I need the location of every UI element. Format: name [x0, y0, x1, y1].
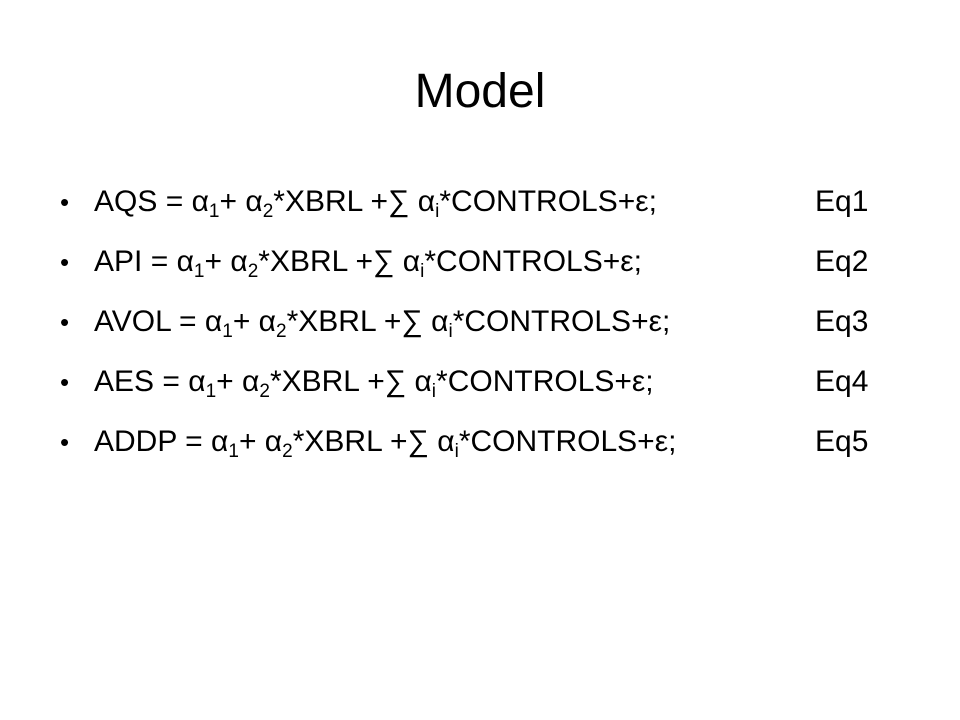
equation-lhs: AQS	[94, 185, 158, 218]
equation-tag: Eq5	[815, 425, 869, 458]
equation-formula: API = α1+ α2*XBRL +∑ αi*CONTROLS+ε;	[94, 245, 642, 282]
equation-lhs: ADDP	[94, 425, 177, 458]
equation-lhs: API	[94, 245, 143, 278]
equation-formula: ADDP = α1+ α2*XBRL +∑ αi*CONTROLS+ε;	[94, 425, 677, 462]
slide-title: Model	[414, 65, 546, 118]
equation-formula: AES = α1+ α2*XBRL +∑ αi*CONTROLS+ε;	[94, 365, 654, 402]
equation-lhs: AVOL	[94, 305, 171, 338]
equation-formula: AQS = α1+ α2*XBRL +∑ αi*CONTROLS+ε;	[94, 185, 657, 222]
equation-tag: Eq4	[815, 365, 869, 398]
bullet-icon: •	[60, 307, 70, 337]
equation-formula: AVOL = α1+ α2*XBRL +∑ αi*CONTROLS+ε;	[94, 305, 671, 342]
bullet-icon: •	[60, 367, 70, 397]
equation-tag: Eq3	[815, 305, 869, 338]
equation-tag: Eq1	[815, 185, 869, 218]
equation-lhs: AES	[94, 365, 155, 398]
bullet-icon: •	[60, 247, 70, 277]
equation-tag: Eq2	[815, 245, 869, 278]
bullet-icon: •	[60, 427, 70, 457]
bullet-icon: •	[60, 187, 70, 217]
